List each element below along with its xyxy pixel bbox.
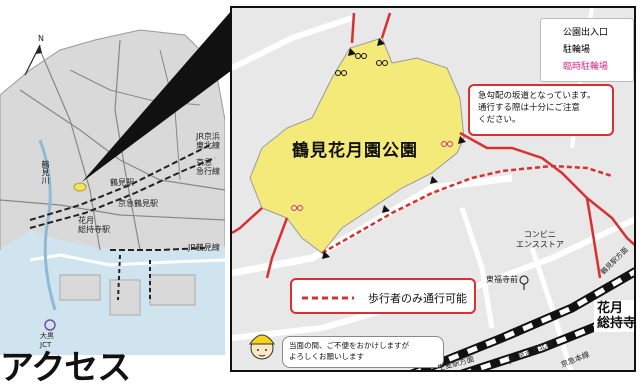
slope-notice-text: 急勾配の坂道となっています。 通行する際は十分にご注意 ください。 <box>478 91 596 125</box>
callout-wedge <box>82 10 232 182</box>
overview-label-tsurumi: 鶴見駅 <box>110 178 134 187</box>
temple-label: 東福寺前 <box>486 275 518 284</box>
pedestrian-path <box>321 164 613 255</box>
legend-box: 公園出入口 駐輪場 臨時駐輪場 <box>540 18 634 82</box>
overview-label-jct: 大黒 JCT <box>40 332 54 349</box>
park-area <box>249 37 465 254</box>
park-name: 鶴見花月園公園 <box>292 141 418 161</box>
temple-icon <box>519 275 529 285</box>
overview-label-kagetsu: 花月 総持寺駅 <box>78 216 110 234</box>
overview-label-river: 鶴見川 <box>41 160 50 184</box>
convenience-store-label: コンビニ エンスストア <box>516 230 564 249</box>
construction-note: 当面の間、ご不便をおかけしますが よろしくお願いします <box>282 336 444 368</box>
dashed-line-icon <box>302 296 354 300</box>
compass-icon <box>24 44 42 76</box>
overview-label-keikyu-tsurumi: 京急鶴見駅 <box>118 199 158 208</box>
map-bicycle-icons <box>335 53 388 76</box>
legend-temp-bicycle-label: 臨時駐輪場 <box>563 62 609 72</box>
legend-entrance-label: 公園出入口 <box>563 28 609 38</box>
pedestrian-only-label: 歩行者のみ通行可能 <box>368 292 467 305</box>
overview-label-keikyu-line: 京急 急行線 <box>196 158 220 176</box>
entrance-icons <box>322 38 466 259</box>
slope-notice: 急勾配の坂道となっています。 通行する際は十分にご注意 ください。 <box>468 84 614 136</box>
map-temp-bicycle-icons <box>291 141 453 211</box>
compass-n-label: N <box>38 34 44 43</box>
overview-label-jr-tsurumi-line: JR鶴見線 <box>188 243 220 252</box>
overview-label-jr-keihin: JR京浜 東北線 <box>196 132 220 150</box>
worker-icon <box>249 334 275 360</box>
construction-note-text: 当面の間、ご不便をおかけしますが よろしくお願いします <box>289 341 409 361</box>
access-heading: アクセス <box>0 348 131 388</box>
station-label: 花月 総持寺駅 <box>594 300 634 332</box>
pedestrian-legend: 歩行者のみ通行可能 <box>290 278 476 314</box>
legend-bicycle-label: 駐輪場 <box>563 45 591 55</box>
overview-park-marker <box>73 182 87 192</box>
detail-map: 鶴見花月園公園 公園出入口 駐輪場 臨時駐輪場 急勾配の坂道となっています。 通… <box>230 6 636 372</box>
